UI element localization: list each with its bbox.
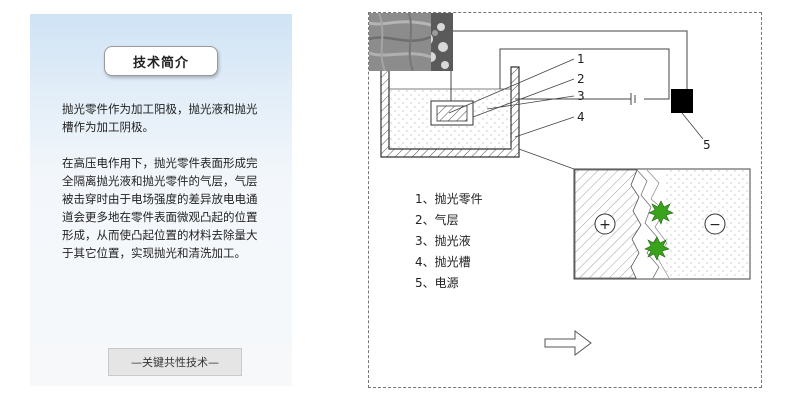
callout-2: 2 bbox=[577, 72, 585, 86]
callout-5: 5 bbox=[703, 138, 711, 152]
key-technology-button[interactable]: —关键共性技术— bbox=[108, 348, 242, 376]
cathode-symbol bbox=[704, 213, 726, 235]
legend-item: 5、电源 bbox=[415, 276, 459, 290]
legend-item: 2、气层 bbox=[415, 213, 459, 227]
callout-3: 3 bbox=[577, 89, 585, 103]
intro-title: 技术简介 bbox=[104, 46, 218, 76]
after-polish-image bbox=[369, 13, 431, 71]
intro-panel: 技术简介 抛光零件作为加工阳极，抛光液和抛光槽作为加工阴极。 在高压电作用下，抛… bbox=[30, 14, 292, 386]
power-source bbox=[671, 89, 693, 113]
legend-item: 4、抛光槽 bbox=[415, 255, 471, 269]
callout-4: 4 bbox=[577, 110, 585, 124]
legend-item: 1、抛光零件 bbox=[415, 192, 483, 206]
legend-item: 3、抛光液 bbox=[415, 234, 471, 248]
zoom-detail: + − bbox=[573, 168, 751, 280]
callout-1: 1 bbox=[577, 52, 585, 66]
legend-list: 1、抛光零件 2、气层 3、抛光液 4、抛光槽 5、电源 bbox=[415, 189, 483, 294]
intro-paragraph-2: 在高压电作用下，抛光零件表面形成完全隔离抛光液和抛光零件的气层，气层被击穿时由于… bbox=[62, 156, 258, 260]
spark-icon bbox=[644, 236, 670, 261]
anode-symbol bbox=[594, 213, 616, 235]
workpiece bbox=[430, 100, 474, 126]
spark-icon bbox=[648, 200, 674, 225]
right-arrow-icon bbox=[544, 330, 592, 356]
gas-layer-boundary bbox=[636, 169, 660, 279]
cathode-sign: − bbox=[709, 217, 721, 233]
intro-paragraph-1: 抛光零件作为加工阳极，抛光液和抛光槽作为加工阴极。 bbox=[62, 102, 258, 134]
anode-sign: + bbox=[599, 217, 611, 233]
leader-lines bbox=[448, 58, 704, 170]
polishing-diagram: 1 2 3 4 5 + − 1、抛光零件 2、气层 3、抛光液 4、抛光槽 5、… bbox=[368, 12, 762, 388]
